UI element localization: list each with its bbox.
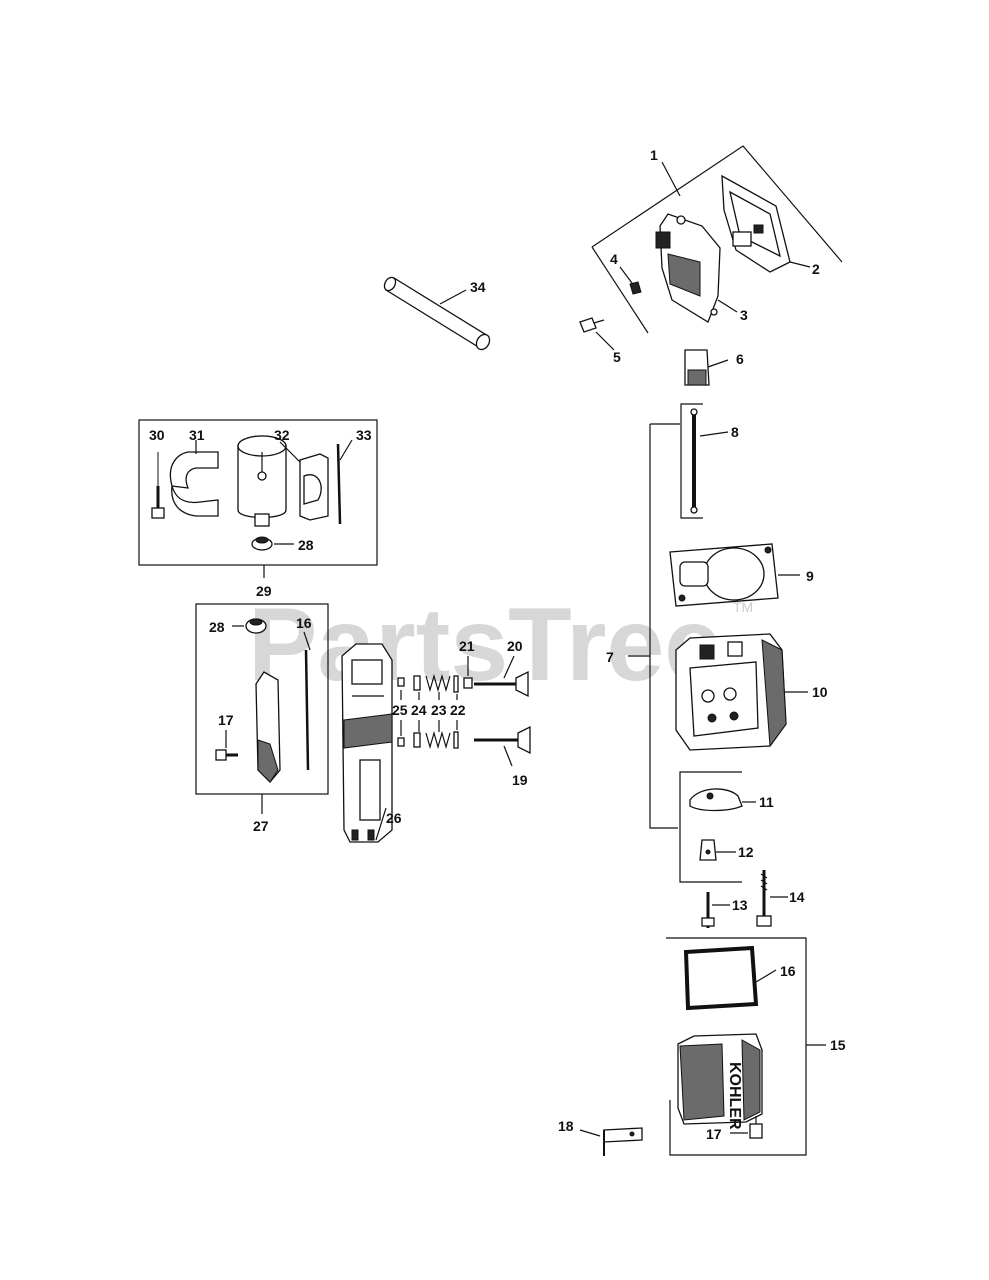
callout-2: 2: [812, 261, 820, 277]
callout-11: 11: [759, 794, 774, 810]
callout-5: 5: [613, 349, 621, 365]
head-gasket: [669, 543, 779, 607]
filter-bracket: [299, 453, 329, 521]
callout-labels: 1 2 3 4 5 6 7 8 9 10 11 12 13 14 15 16 1…: [149, 147, 846, 1142]
callout-1: 1: [650, 147, 658, 163]
callout-7: 7: [606, 649, 614, 665]
callout-10: 10: [812, 684, 828, 700]
callout-22: 22: [450, 702, 466, 718]
breather-kit-group: [138, 419, 378, 578]
callout-21: 21: [459, 638, 475, 654]
screw-part-17b: [749, 1116, 763, 1139]
callout-14: 14: [789, 889, 805, 905]
screw-part-30: [151, 452, 165, 519]
callout-20: 20: [507, 638, 523, 654]
valve-cover-gasket-16: [683, 945, 759, 1011]
callout-24: 24: [411, 702, 427, 718]
valve-cover-gasket: [721, 174, 791, 273]
callout-16a: 16: [296, 615, 312, 631]
bracket-29: [138, 419, 378, 566]
screw-part-5: [579, 317, 605, 333]
callout-9: 9: [806, 568, 814, 584]
callout-17a: 17: [218, 712, 234, 728]
breather-cover: [255, 671, 281, 783]
valve-springs: [425, 673, 451, 750]
cylinder-head: [675, 633, 787, 751]
callout-12: 12: [738, 844, 754, 860]
nut-part-4: [629, 281, 642, 295]
callout-31: 31: [189, 427, 205, 443]
callout-29: 29: [256, 583, 272, 599]
watermark-trademark: TM: [733, 599, 753, 615]
cylinder-head-assembly-group: [628, 403, 808, 883]
callout-28b: 28: [209, 619, 225, 635]
bracket-part-18: [603, 1127, 643, 1156]
spring-retainers: [413, 675, 421, 748]
valve-seals: [453, 675, 459, 749]
callout-4: 4: [610, 251, 618, 267]
leader-1: [661, 161, 681, 197]
callout-23: 23: [431, 702, 447, 718]
valve-cover: [655, 213, 721, 323]
callout-30: 30: [149, 427, 165, 443]
valve-cover-embossed: KOHLER: [677, 1033, 763, 1130]
callout-27: 27: [253, 818, 269, 834]
callout-18: 18: [558, 1118, 574, 1134]
valve-keepers: [397, 677, 405, 747]
valve-cap: [463, 677, 473, 689]
bolt-part-14: [756, 870, 772, 927]
callout-34: 34: [470, 279, 486, 295]
grommet-part-28a: [251, 536, 273, 551]
cover-embossing: KOHLER: [726, 1062, 743, 1130]
bolt-part-13: [701, 892, 715, 928]
grommet-part-28b: [245, 618, 267, 634]
callout-16b: 16: [780, 963, 796, 979]
fitting-part-12: [699, 839, 717, 861]
gasket-part-16a: [304, 649, 310, 771]
callout-26: 26: [386, 810, 402, 826]
retaining-clip: [169, 440, 219, 517]
valve-train-group: [341, 643, 531, 843]
callout-28a: 28: [298, 537, 314, 553]
callout-17b: 17: [706, 1126, 722, 1142]
bracket-1: [591, 145, 843, 263]
gasket-part-33: [336, 443, 342, 525]
valve-lifter: [684, 349, 710, 386]
callout-32: 32: [274, 427, 290, 443]
callout-13: 13: [732, 897, 748, 913]
breather-filter: [237, 435, 287, 527]
callout-15: 15: [830, 1037, 846, 1053]
deflector: [689, 788, 743, 812]
breather-cover-kit-group: [195, 603, 329, 814]
callout-33: 33: [356, 427, 372, 443]
valve-cover-set-group: KOHLER: [666, 937, 826, 1156]
screw-part-17a: [215, 749, 238, 761]
bracket-7: [649, 424, 678, 829]
valve-cover-kit-group: [579, 145, 843, 351]
callout-25: 25: [392, 702, 408, 718]
callout-6: 6: [736, 351, 744, 367]
bracket-15: [666, 937, 807, 1156]
rocker-housing: [341, 643, 393, 843]
exhaust-valve: [474, 670, 529, 698]
breather-tube: [383, 276, 491, 351]
intake-valve: [474, 725, 531, 755]
push-rod: [690, 408, 698, 514]
callout-8: 8: [731, 424, 739, 440]
callout-3: 3: [740, 307, 748, 323]
callout-19: 19: [512, 772, 528, 788]
